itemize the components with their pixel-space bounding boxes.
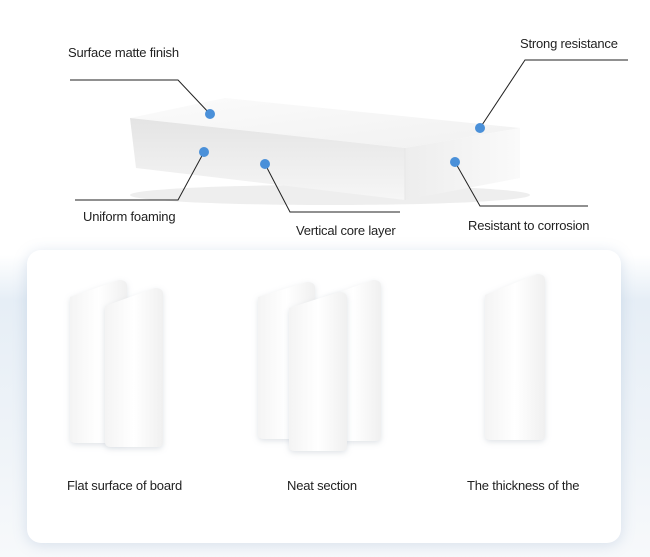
board-front-face [130,118,405,200]
callout-uniform-foaming: Uniform foaming [83,209,176,224]
single-board-icon [485,274,545,440]
marker-dot-resist [450,157,460,167]
board-top-face [130,98,520,148]
leader-surface [70,79,211,115]
leader-uniform [75,151,205,201]
feature-panel-graphics [70,274,545,451]
feature-panel: Flat surface of board Neat section The t… [27,250,621,543]
marker-dot-strong [475,123,485,133]
caption-thickness: The thickness of the [467,478,580,493]
caption-neat-section: Neat section [287,478,357,493]
leader-vertical [264,163,400,213]
caption-flat-surface: Flat surface of board [67,478,183,493]
callout-vertical-core-layer: Vertical core layer [296,223,396,238]
marker-dot-uniform [199,147,209,157]
board-side-face [405,128,520,200]
marker-dot-vertical [260,159,270,169]
two-boards-icon [70,280,163,447]
marker-dot-surface [205,109,215,119]
leader-resist [454,161,588,207]
three-boards-icon [258,280,381,451]
leader-strong [479,59,628,129]
callout-resistant-to-corrosion: Resistant to corrosion [468,218,590,233]
foam-board-illustration [70,59,628,213]
callout-strong-resistance: Strong resistance [520,36,618,51]
callout-surface-matte-finish: Surface matte finish [68,45,179,60]
